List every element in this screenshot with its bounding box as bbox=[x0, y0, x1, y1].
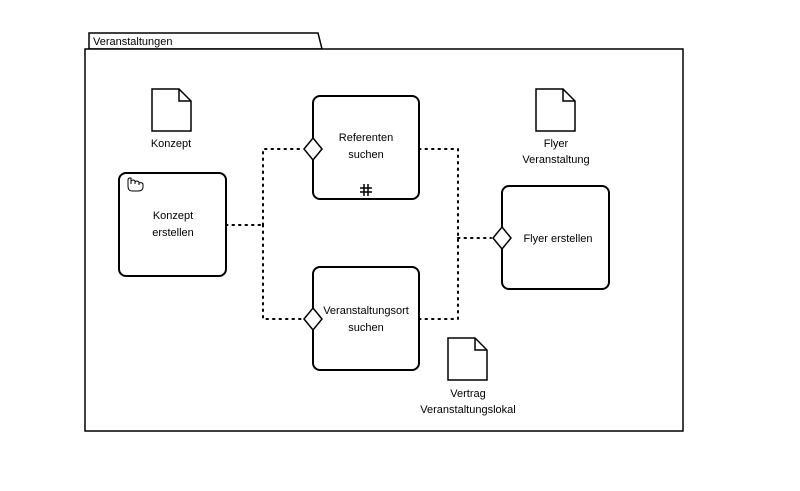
task-referenten-suchen[interactable]: Referenten suchen bbox=[303, 95, 420, 200]
gateway-diamond bbox=[303, 306, 323, 332]
document-icon bbox=[151, 88, 192, 132]
task-label: Flyer erstellen bbox=[523, 233, 592, 245]
connector-veranstaltungsort-join bbox=[418, 237, 459, 320]
document-fold bbox=[562, 89, 575, 102]
task-label-line1: Veranstaltungsort bbox=[323, 305, 409, 317]
document-fold bbox=[474, 338, 487, 351]
connector-referenten-join bbox=[418, 148, 459, 239]
document-label-line2: Veranstaltung bbox=[522, 154, 589, 166]
task-label-line1: Referenten bbox=[339, 132, 393, 144]
hash-icon bbox=[360, 184, 372, 196]
connectors bbox=[225, 148, 492, 320]
task-box bbox=[312, 95, 420, 200]
connector-split-referenten bbox=[262, 148, 303, 226]
gateway-diamond bbox=[492, 225, 512, 251]
task-box bbox=[118, 172, 227, 277]
task-label-line2: erstellen bbox=[152, 227, 194, 239]
task-box bbox=[312, 266, 420, 371]
task-label-line2: suchen bbox=[348, 322, 383, 334]
document-icon bbox=[535, 88, 576, 132]
task-label-line2: suchen bbox=[348, 149, 383, 161]
document-fold bbox=[178, 89, 191, 102]
gateway-diamond bbox=[303, 136, 323, 162]
document-label-line1: Vertrag bbox=[450, 388, 485, 400]
document-label-line2: Veranstaltungslokal bbox=[420, 404, 515, 416]
document-icon bbox=[447, 337, 488, 381]
document-label: Konzept bbox=[151, 138, 191, 150]
document-konzept[interactable]: Konzept bbox=[151, 88, 192, 150]
document-flyer-veranstaltung[interactable]: Flyer Veranstaltung bbox=[522, 88, 590, 166]
document-vertrag[interactable]: Vertrag Veranstaltungslokal bbox=[420, 337, 516, 416]
task-label-line1: Konzept bbox=[153, 210, 193, 222]
task-veranstaltungsort-suchen[interactable]: Veranstaltungsort suchen bbox=[303, 266, 420, 371]
package-label: Veranstaltungen bbox=[93, 36, 173, 48]
task-konzept-erstellen[interactable]: Konzept erstellen bbox=[118, 172, 227, 277]
task-flyer-erstellen[interactable]: Flyer erstellen bbox=[492, 185, 610, 290]
hand-icon bbox=[127, 177, 144, 192]
document-label-line1: Flyer bbox=[544, 138, 569, 150]
